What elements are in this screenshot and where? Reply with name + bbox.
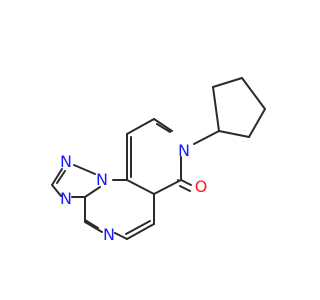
n-cyclopentyl-bond (193, 130, 220, 145)
atom-n-pyridone: N (178, 141, 190, 160)
pyrimidine-ring (84, 179, 155, 240)
cyclopentyl-ring (212, 77, 266, 138)
carbonyl-bond (177, 179, 192, 192)
triazole-ring (51, 164, 96, 198)
atom-n-bridge: N (96, 170, 108, 189)
molecule-structure: N N N N N O (51, 77, 266, 244)
pyridone-ring (126, 118, 182, 195)
atom-n-triazole-left: N (60, 189, 72, 208)
atom-o-carbonyl: O (195, 177, 208, 196)
atom-n-triazole-top: N (60, 152, 72, 171)
atom-n-pyrimidine: N (103, 225, 115, 244)
